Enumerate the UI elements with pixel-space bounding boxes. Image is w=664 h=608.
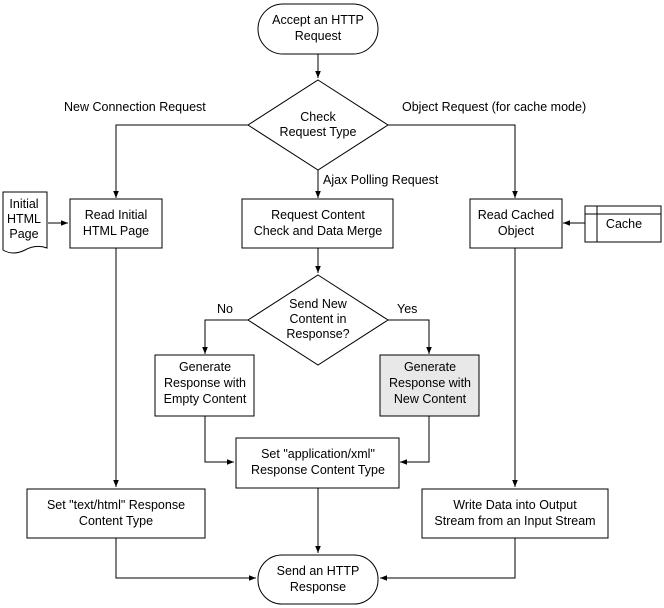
node-read-cached-line-2: Object [498,224,535,238]
label-new-connection: New Connection Request [64,100,206,114]
edge-send-new-no [202,319,248,354]
document-initial-line-3: Page [9,227,38,241]
edge-check-to-read-initial [113,124,248,198]
node-set-xml-line-2: Response Content Type [251,463,385,477]
edge-check-to-read-cached [388,124,518,198]
data-store-cache-label: Cache [606,217,642,231]
node-set-xml-content-type: Set "application/xml" Response Content Ty… [235,437,400,489]
node-gen-empty-line-2: Response with [164,376,246,390]
decision-check-line-2: Request Type [280,125,357,139]
edge-gen-empty-to-set-xml [204,416,234,465]
node-read-initial-line-1: Read Initial [85,208,148,222]
node-gen-empty-line-1: Generate [179,360,231,374]
node-end: Send an HTTP Response [257,554,379,605]
node-start-line-2: Request [295,29,342,43]
node-request-content-line-2: Check and Data Merge [254,224,383,238]
node-read-cached-line-1: Read Cached [478,208,554,222]
node-gen-new-line-1: Generate [404,360,456,374]
node-start-line-1: Accept an HTTP [272,13,364,27]
node-read-initial-line-2: HTML Page [83,224,149,238]
node-write-data-line-2: Stream from an Input Stream [434,514,595,528]
label-yes: Yes [397,302,417,316]
label-no: No [217,302,233,316]
edges [48,54,585,581]
decision-send-new-line-2: Content in [290,312,347,326]
edge-gen-new-to-set-xml [400,416,430,465]
node-gen-new-line-2: Response with [389,376,471,390]
data-store-cache: Cache [584,205,662,243]
node-request-content-line-1: Request Content [271,208,365,222]
node-set-xml-line-1: Set "application/xml" [261,447,375,461]
decision-send-new-line-3: Response? [286,327,349,341]
node-end-line-2: Response [290,580,346,594]
node-gen-empty-line-3: Empty Content [164,392,247,406]
edge-write-data-to-end [380,538,516,581]
node-set-html-line-1: Set "text/html" Response [47,498,185,512]
edge-set-html-to-end [115,538,256,581]
decision-check-line-1: Check [300,110,336,124]
node-start: Accept an HTTP Request [257,3,379,55]
label-object-request: Object Request (for cache mode) [402,100,586,114]
decision-send-new-line-1: Send New [289,297,348,311]
node-end-line-1: Send an HTTP [277,564,360,578]
node-write-data-line-1: Write Data into Output [453,498,577,512]
label-ajax-polling: Ajax Polling Request [323,173,439,187]
node-set-html-line-2: Content Type [79,514,153,528]
edge-labels: New Connection Request Object Request (f… [64,100,586,316]
node-gen-new-line-3: New Content [394,392,467,406]
document-initial-line-1: Initial [9,197,38,211]
document-initial-line-2: HTML [7,212,41,226]
edge-send-new-yes [388,319,432,354]
svg-text:Set "application/xml"Response: Set "application/xml" Response Content Ty… [251,447,385,477]
